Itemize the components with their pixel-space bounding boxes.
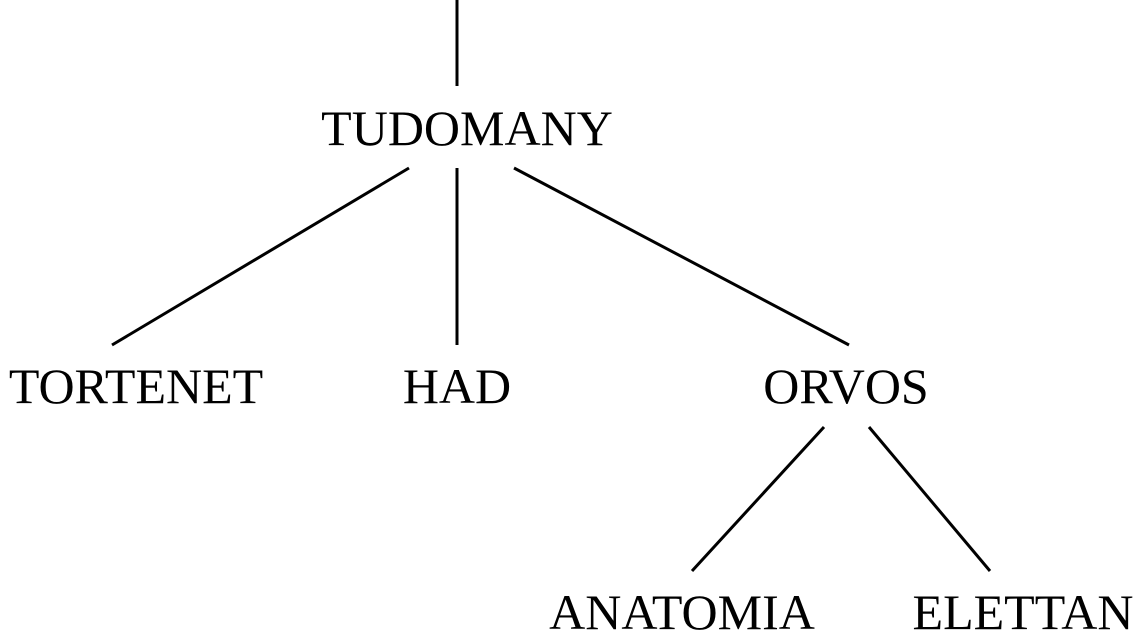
edge-root-tortenet (111, 166, 410, 347)
node-had: HAD (403, 358, 511, 414)
node-anatomia: ANATOMIA (549, 584, 815, 640)
node-orvos: ORVOS (763, 358, 928, 414)
edge-orvos-anatomia (690, 425, 826, 573)
node-tortenet: TORTENET (9, 358, 263, 414)
node-tudomany: TUDOMANY (321, 100, 613, 156)
edge-orvos-elettan (867, 426, 992, 572)
edge-root-orvos (513, 166, 850, 347)
node-elettan: ELETTAN (913, 584, 1134, 640)
